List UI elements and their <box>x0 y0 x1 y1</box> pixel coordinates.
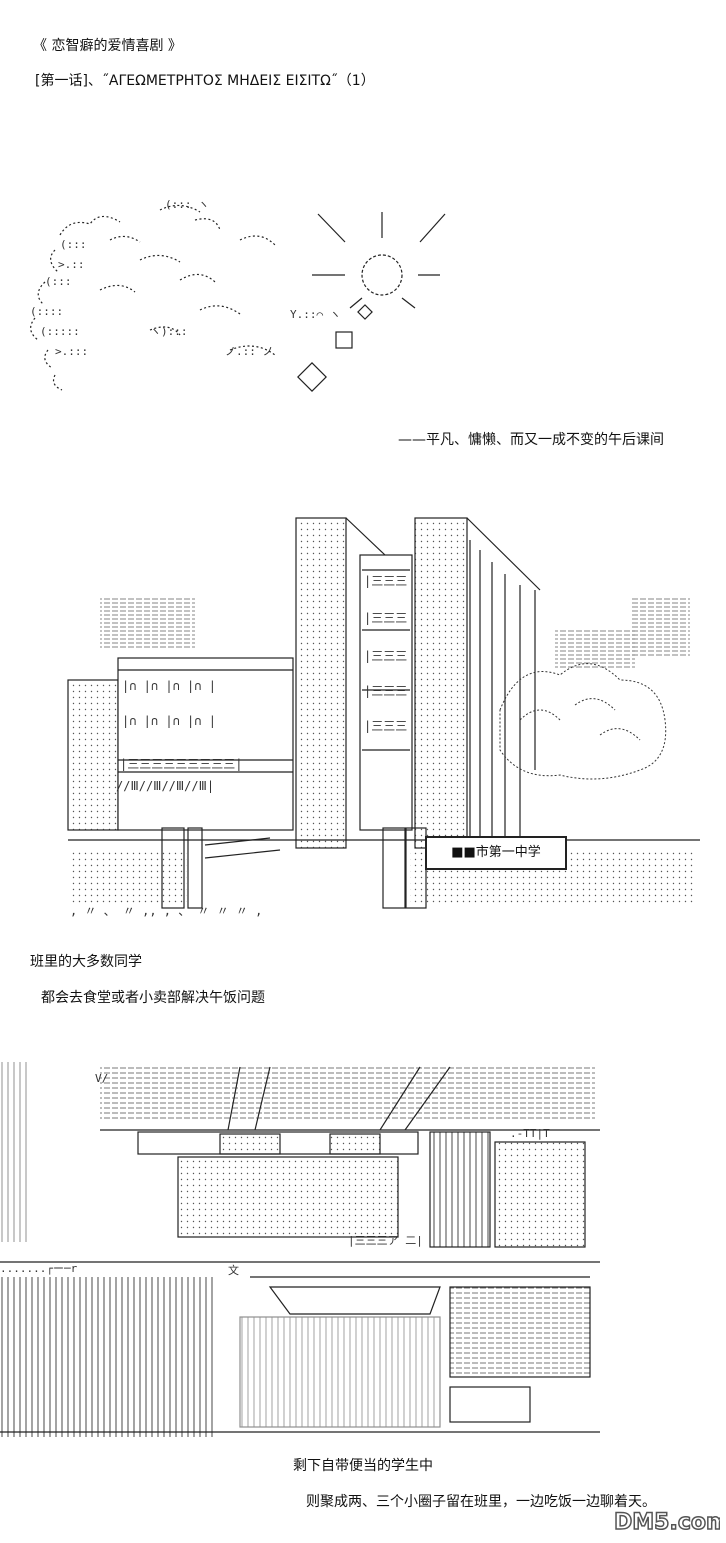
building-fence: //Ⅲ//Ⅲ//Ⅲ//Ⅲ| <box>116 779 214 793</box>
cloud-art-10: Y.::⌒ ヽ <box>290 308 341 321</box>
small-square-icon <box>335 331 353 349</box>
ceiling-beams <box>100 1066 600 1131</box>
counter-shelves <box>137 1131 586 1248</box>
cloud-art-6: (::::: <box>40 325 80 338</box>
cloud-art-2: (::: <box>60 238 87 251</box>
cloud-art-9: ノ.:: ノ <box>225 345 274 358</box>
school-building-left <box>67 657 294 831</box>
building-arches-row-2: |∩ |∩ |∩ |∩ | <box>122 714 216 728</box>
left-counter <box>0 1277 215 1437</box>
trees-right <box>499 663 667 780</box>
sky-scene-art: (::: ヽ (::: >.:: (::: (:::: (::::: >.:::… <box>0 190 726 400</box>
tower-left <box>295 517 413 849</box>
site-logo: DM5.com <box>612 1505 720 1535</box>
ceiling-mark: V/ <box>95 1072 108 1085</box>
diamond-icon <box>297 362 327 392</box>
tower-window-row-3: |三三三 <box>364 649 407 663</box>
counter-mark: 文 <box>228 1263 239 1277</box>
school-wall <box>68 827 700 909</box>
far-building-right <box>555 628 635 668</box>
left-wall <box>0 1062 30 1242</box>
narration-classmates: 班里的大多数同学 <box>30 954 142 970</box>
ground-marks: , 〃 、 〃 ,, , 、 〃 〃 〃 , <box>70 904 262 918</box>
far-building-left <box>100 598 195 648</box>
small-diamond-icon <box>357 304 373 320</box>
building-rail: |三三三三三三三三三| <box>120 757 242 771</box>
cafeteria-scene-art: V/ .-TT|T 文 |三三三ア 二| .......┌ー─r <box>0 1052 726 1442</box>
tower-window-row-4: |三三三 <box>364 684 407 698</box>
cloud-art-7: >.::: <box>55 345 88 358</box>
cloud-art-8: ヽ)::: <box>150 325 188 338</box>
far-building-right-2 <box>632 598 690 658</box>
series-title: 《 恋智癖的爱情喜剧 》 <box>33 38 182 54</box>
cloud-art-3: >.:: <box>58 258 85 271</box>
school-scene-svg: |三三三 |三三三 |三三三 |三三三 |三三三 |∩ |∩ |∩ |∩ | <box>67 517 700 918</box>
narration-circles: 则聚成两、三个小圈子留在班里，一边吃饭一边聊着天。 <box>306 1494 656 1510</box>
tower-window-row-1: |三三三 <box>364 574 407 588</box>
sun-icon <box>312 212 446 309</box>
tower-right <box>414 517 541 849</box>
school-scene-art: |三三三 |三三三 |三三三 |三三三 |三三三 |∩ |∩ |∩ |∩ | <box>0 510 726 940</box>
cloud-art-5: (:::: <box>30 305 63 318</box>
building-arches-row-1: |∩ |∩ |∩ |∩ | <box>122 679 216 693</box>
cloud-art-4: (::: <box>45 275 72 288</box>
floor-mark: .......┌ー─r <box>0 1262 78 1275</box>
school-name-sign: ■■市第一中学 <box>425 836 567 870</box>
sky-scene-svg: (::: ヽ (::: >.:: (::: (:::: (::::: >.:::… <box>30 198 446 392</box>
shelf-mark: .-TT|T <box>510 1127 550 1140</box>
ceiling <box>100 1067 595 1122</box>
narration-afternoon: ——平凡、慵懒、而又一成不变的午后课间 <box>398 432 664 448</box>
narration-bento: 剩下自带便当的学生中 <box>293 1458 433 1474</box>
cloud-art-1: (::: ヽ <box>165 198 209 211</box>
site-logo-text: DM5.com <box>614 1510 720 1535</box>
counter-label-mark: |三三三ア 二| <box>348 1234 423 1247</box>
tables <box>0 1261 600 1433</box>
cafeteria-scene-svg: V/ .-TT|T 文 |三三三ア 二| .......┌ー─r <box>0 1062 600 1437</box>
tower-window-row-2: |三三三 <box>364 611 407 625</box>
narration-lunch: 都会去食堂或者小卖部解决午饭问题 <box>41 990 265 1006</box>
chapter-title: [第一话]、˝ΑΓΕΩΜΕΤΡΗΤΟΣ ΜΗΔΕΙΣ ΕΙΣΙΤΩ˝（1） <box>35 73 375 89</box>
tower-window-row-5: |三三三 <box>364 719 407 733</box>
